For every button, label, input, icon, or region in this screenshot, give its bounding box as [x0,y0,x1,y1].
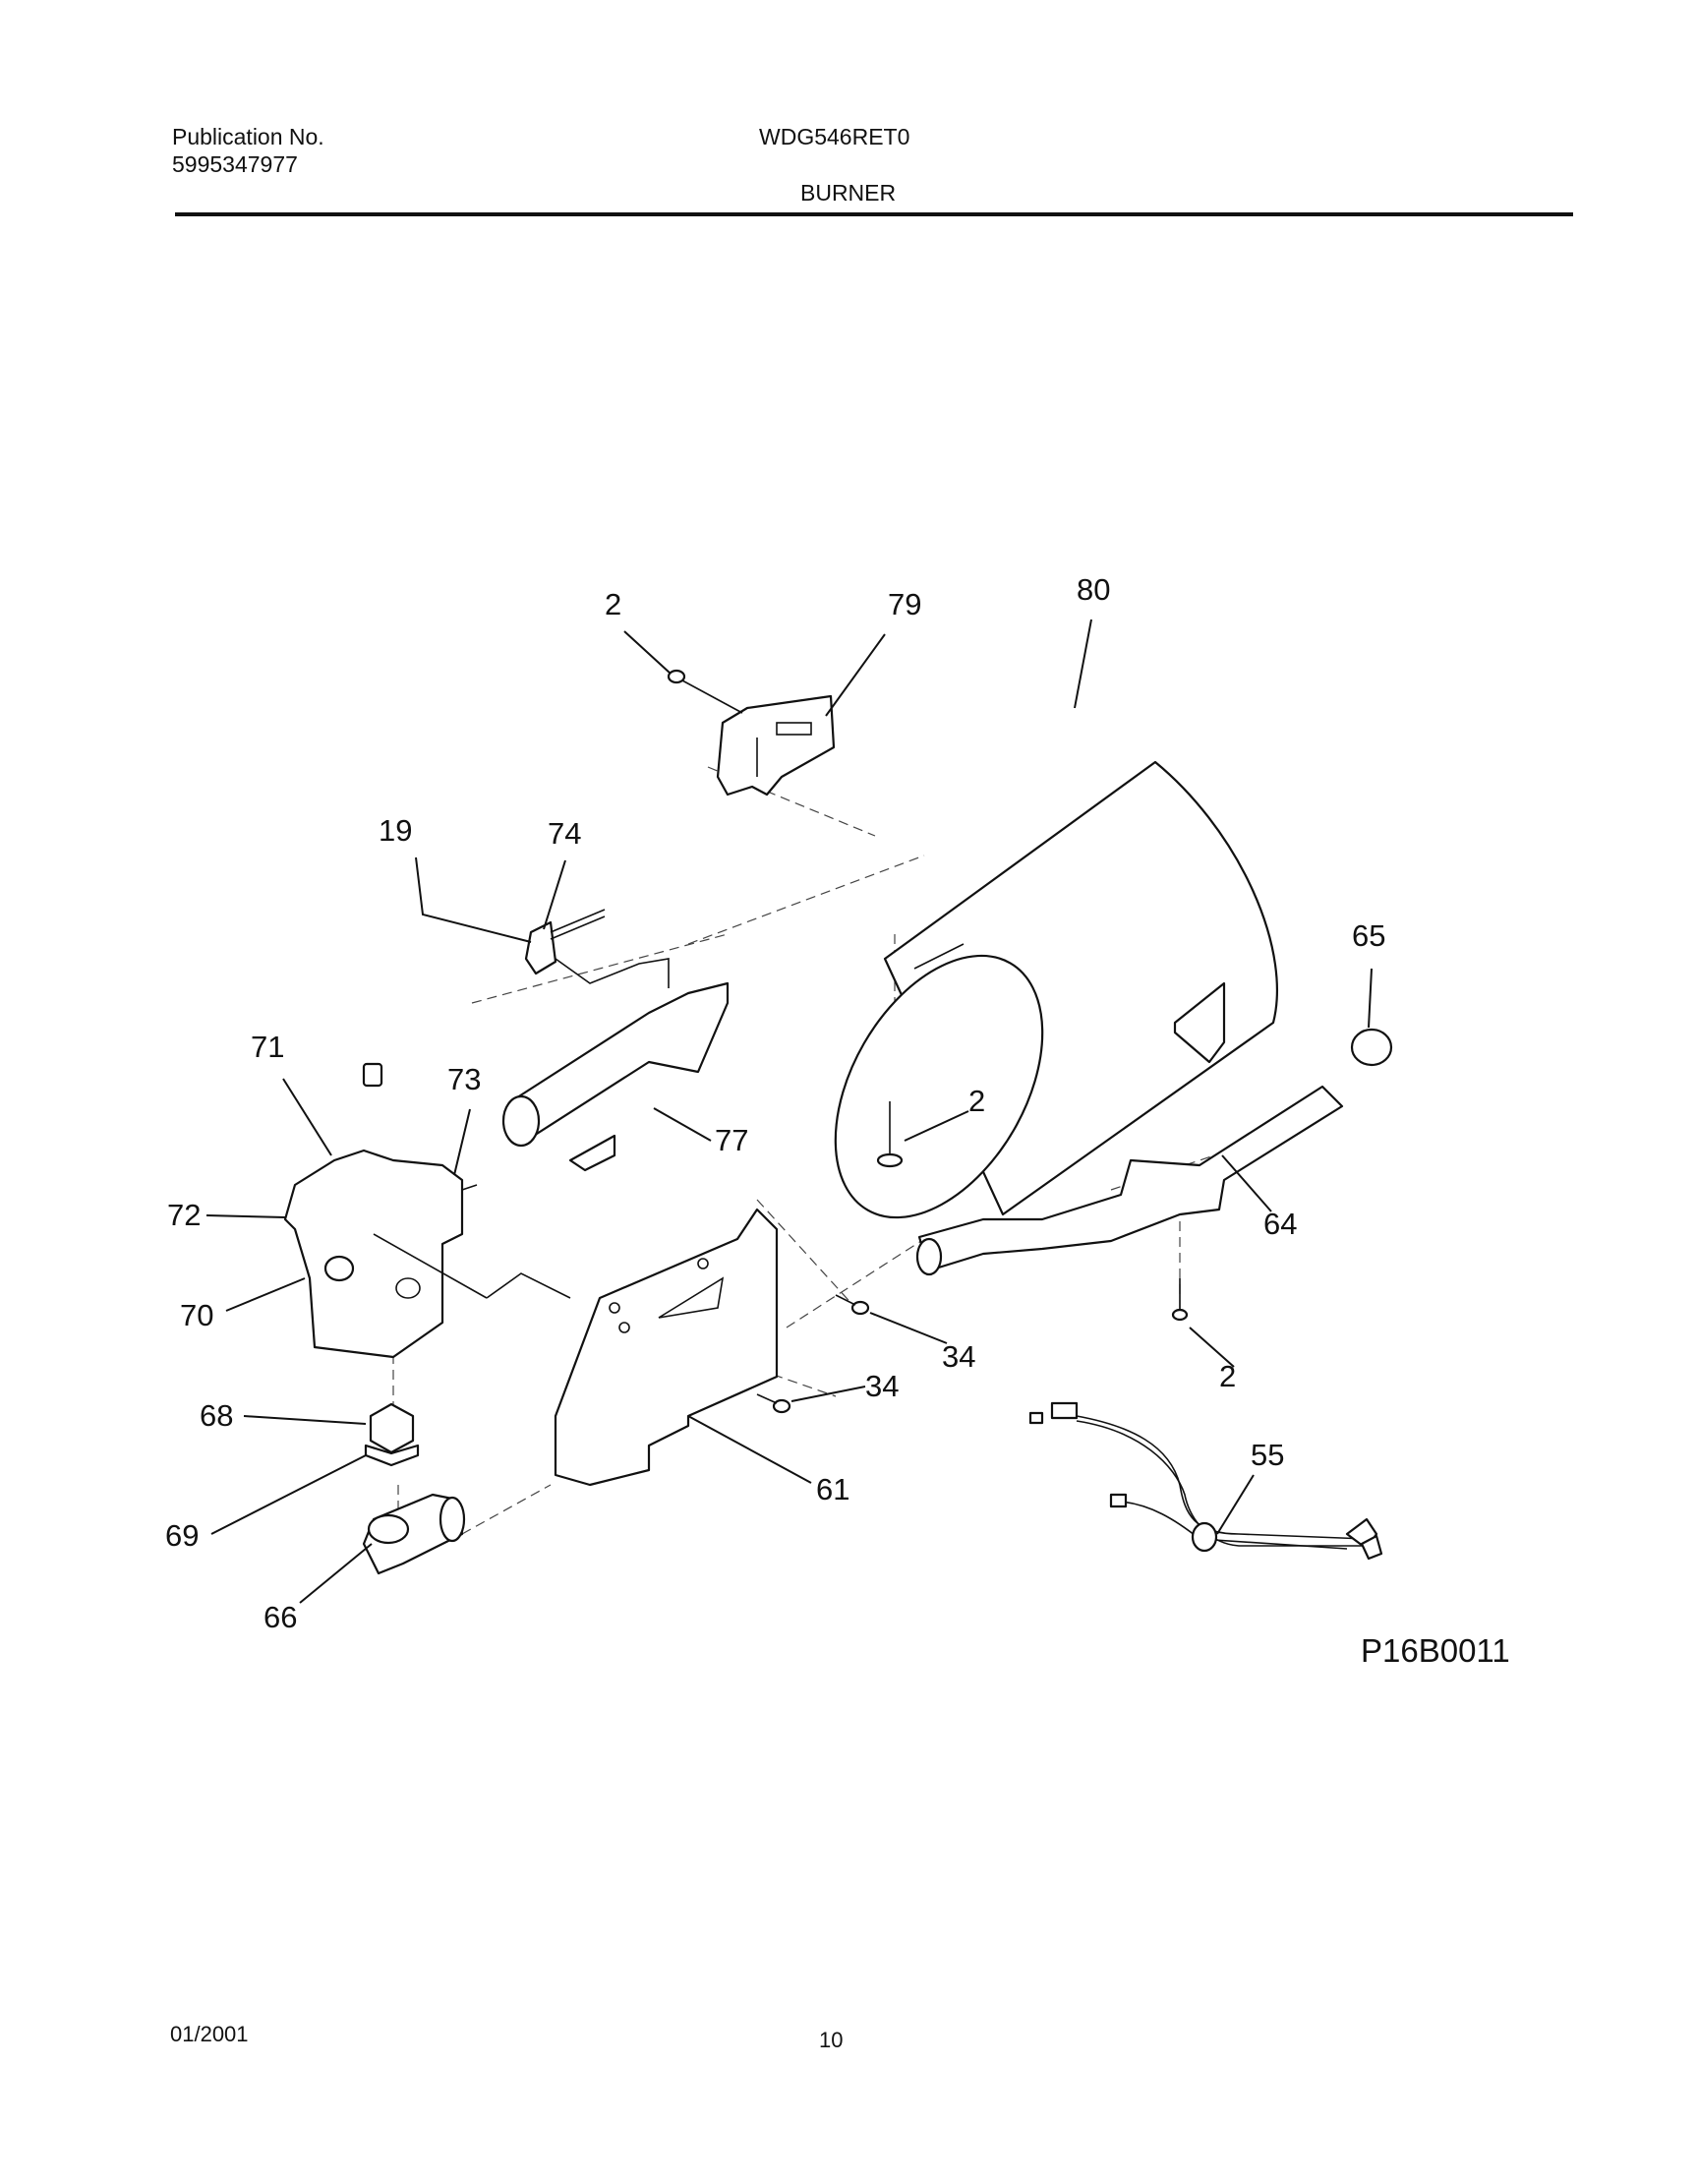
wire-harness-part [1028,1401,1383,1561]
orifice-nut-part [364,1402,420,1467]
leader-lines [205,619,1373,1604]
label-screw-34b: 34 [865,1369,899,1403]
screw-chamber-part [876,1101,904,1168]
label-bracket-61: 61 [816,1472,849,1506]
burner-bracket-part [554,1208,779,1487]
model-number: WDG546RET0 [759,124,910,149]
label-combustion-chamber-80: 80 [1077,572,1110,607]
label-burner-tube-77: 77 [715,1123,748,1157]
label-wire-19: 19 [379,813,412,848]
screw-34a-part [835,1294,870,1316]
screw-34b-part [756,1393,791,1414]
elbow-fitting-part [362,1493,466,1575]
label-valve-72: 72 [167,1198,201,1232]
label-crossover-64: 64 [1263,1207,1297,1241]
label-screw-crossover: 2 [1219,1359,1236,1393]
label-screw-top: 2 [605,587,621,621]
publication-label: Publication No. [172,124,324,149]
footer-date: 01/2001 [170,2022,249,2046]
label-orifice-73: 73 [447,1062,481,1096]
page-number: 10 [819,2028,844,2052]
part-labels: 2 79 80 19 74 65 71 73 77 2 64 72 70 34 … [165,572,1385,1634]
label-elbow-66: 66 [263,1600,297,1634]
screw-crossover-part [1171,1278,1189,1322]
label-screw-chamber: 2 [968,1084,985,1118]
label-valve-71: 71 [251,1030,284,1064]
label-grommet-65: 65 [1352,918,1385,953]
header-divider [175,212,1573,216]
label-harness-55: 55 [1251,1438,1284,1472]
diagram-id: P16B0011 [1361,1632,1510,1669]
grommet-part [1350,1028,1393,1067]
label-fitting-69: 69 [165,1518,199,1553]
label-bracket-79: 79 [888,587,921,621]
section-title: BURNER [800,180,897,206]
crossover-tube-part [915,1085,1344,1276]
burner-tube-part [501,981,730,1172]
screw-top-part [667,669,743,714]
flame-sensor-bracket-part [716,694,836,797]
label-igniter-74: 74 [548,816,581,851]
gas-valve-part [283,1149,571,1359]
label-screw-34a: 34 [942,1339,975,1374]
igniter-part [362,909,670,1088]
combustion-chamber-part [834,760,1279,1219]
label-nut-68: 68 [200,1398,233,1433]
publication-number: 5995347977 [172,151,298,177]
label-valve-70: 70 [180,1298,213,1332]
